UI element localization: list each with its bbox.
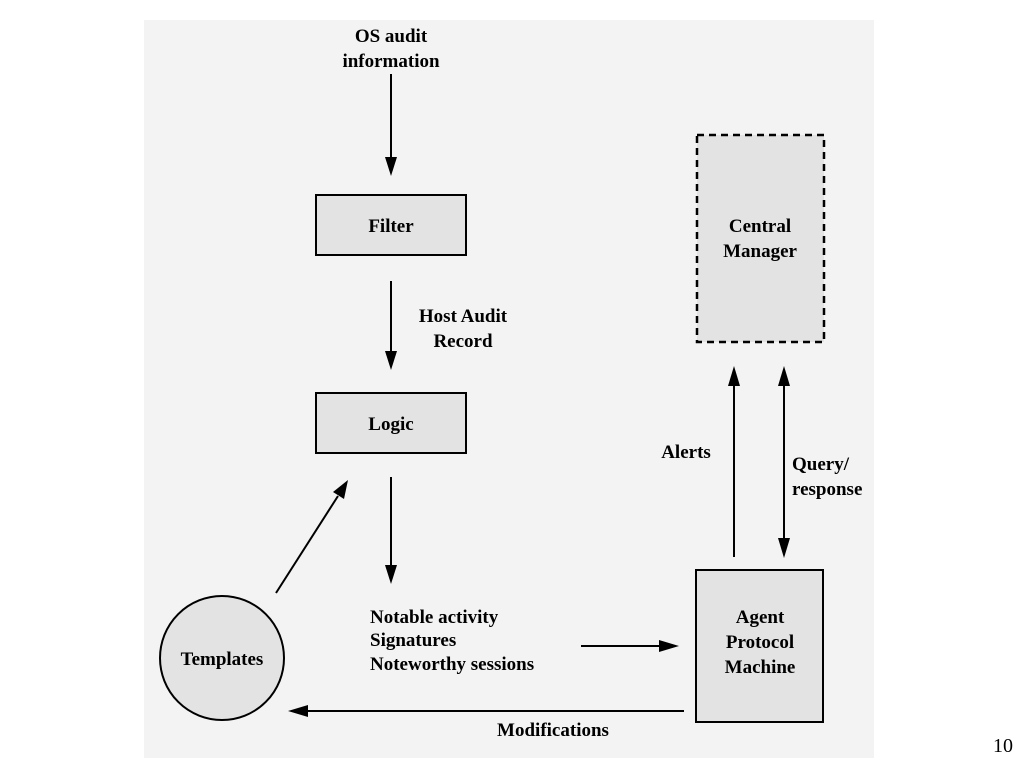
agent-label-line3: Machine (725, 657, 796, 678)
arrow-filter-to-logic (385, 281, 397, 370)
activity-label-line2: Signatures (370, 630, 456, 651)
input-label-line2: information (342, 51, 440, 72)
alerts-label: Alerts (661, 442, 711, 463)
logic-box: Logic (315, 392, 467, 454)
arrow-activity-to-agent (581, 640, 679, 652)
filter-box: Filter (315, 194, 467, 256)
templates-circle: Templates (159, 595, 285, 721)
page-number: 10 (993, 735, 1013, 757)
agent-label-line1: Agent (736, 607, 785, 628)
arrow-input-to-filter (385, 74, 397, 176)
agent-protocol-machine-box: Agent Protocol Machine (695, 569, 824, 723)
query-response-label-line2: response (792, 479, 862, 500)
arrow-templates-to-logic (275, 480, 348, 594)
arrow-alerts (728, 366, 740, 557)
central-manager-box: Central Manager (695, 133, 826, 344)
logic-label: Logic (368, 414, 413, 435)
templates-label: Templates (181, 649, 264, 670)
host-audit-label-line1: Host Audit (419, 306, 508, 327)
modifications-label: Modifications (497, 720, 609, 741)
host-audit-label-line2: Record (433, 331, 493, 352)
arrow-query-response (778, 366, 790, 558)
input-label-line1: OS audit (355, 26, 428, 47)
activity-label-line1: Notable activity (370, 607, 499, 628)
central-manager-label-line2: Manager (723, 241, 797, 262)
query-response-label-line1: Query/ (792, 454, 850, 475)
agent-label-line2: Protocol (726, 632, 794, 653)
arrow-modifications (288, 705, 684, 717)
activity-label-line3: Noteworthy sessions (370, 654, 534, 675)
arrow-logic-to-activity (385, 477, 397, 584)
central-manager-label-line1: Central (729, 216, 791, 237)
filter-label: Filter (368, 216, 414, 237)
